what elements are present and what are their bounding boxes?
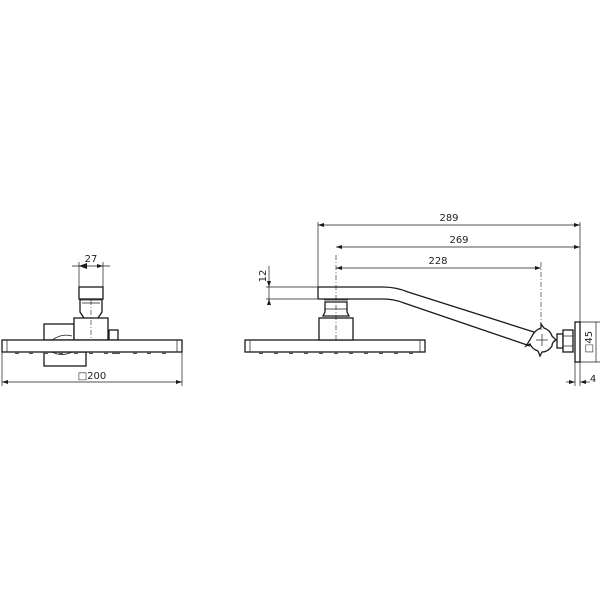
dim-label: □45 — [584, 331, 595, 353]
front-head-plate — [1, 339, 183, 353]
dim-label: 269 — [449, 235, 468, 246]
front-tab — [108, 329, 119, 341]
dim-overall-projection: 289 — [317, 213, 581, 322]
side-view: 289 269 228 12 □45 — [244, 213, 600, 386]
dim-flange-size: □45 — [580, 321, 600, 363]
front-nozzles — [15, 352, 166, 354]
swivel-joint — [524, 262, 558, 358]
front-view: 27 □200 — [1, 254, 183, 386]
dim-label: 4 — [590, 374, 596, 385]
dim-flange-depth: 4 — [566, 362, 596, 386]
front-connector-cap — [78, 286, 104, 300]
side-head-plate — [244, 339, 426, 353]
dim-joint-to-head-center: 228 — [336, 256, 541, 270]
dim-arm-thickness: 12 — [258, 266, 318, 305]
front-side-box — [43, 323, 75, 341]
dim-label: 289 — [439, 213, 458, 224]
shower-arm-top — [318, 286, 538, 334]
wall-flange — [574, 321, 581, 363]
dim-wall-to-head-center: 269 — [336, 235, 580, 249]
dim-head-size: □200 — [1, 352, 183, 386]
side-nozzles — [259, 352, 413, 354]
dim-label: 228 — [428, 256, 447, 267]
dim-label: 12 — [258, 270, 269, 283]
dim-label: □200 — [78, 371, 107, 382]
shower-arm-bottom — [318, 298, 531, 347]
dim-connector-width: 27 — [72, 254, 110, 287]
dim-label: 27 — [85, 254, 98, 265]
